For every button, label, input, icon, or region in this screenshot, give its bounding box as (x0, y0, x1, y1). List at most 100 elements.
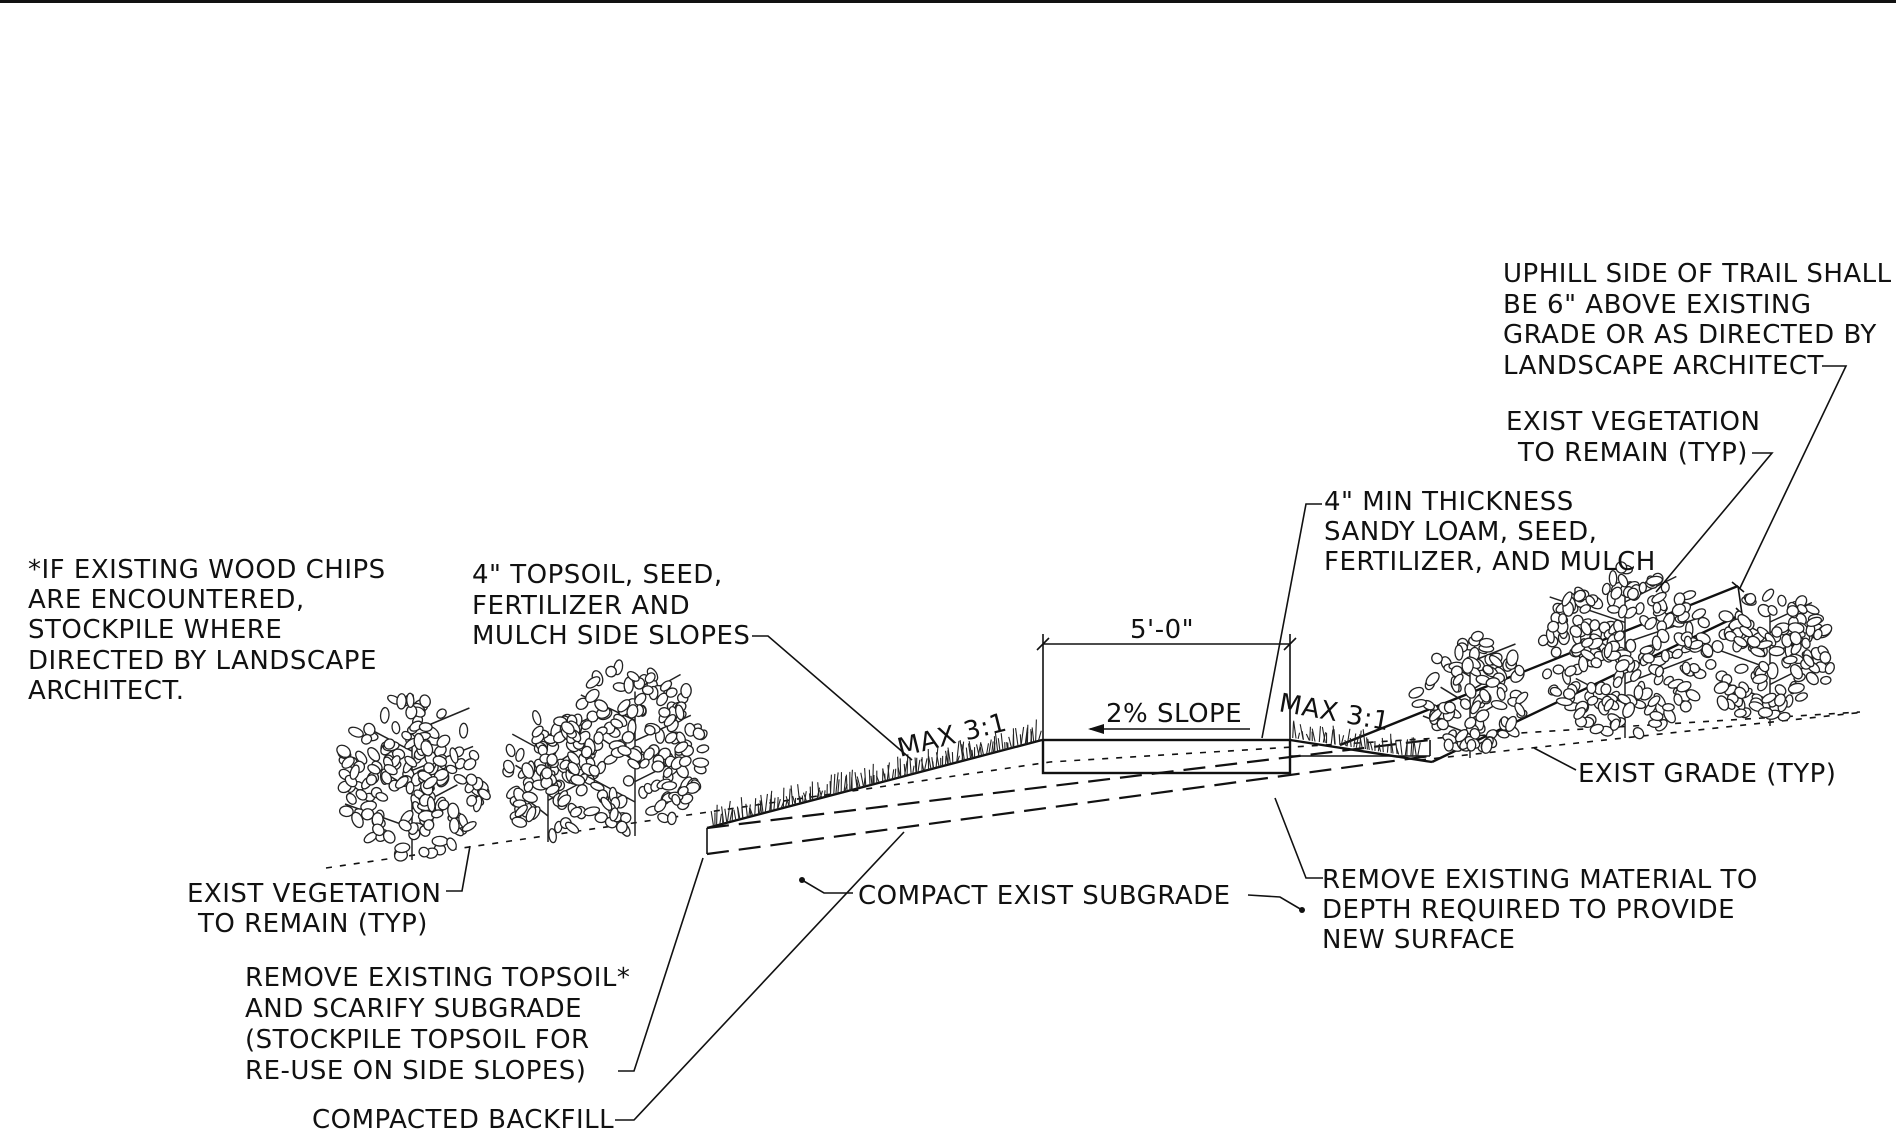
grass-blade (980, 743, 985, 756)
exist-veg-right-line-2: TO REMAIN (TYP) (1517, 438, 1748, 468)
wood-chips-line-3: STOCKPILE WHERE (28, 615, 282, 645)
leaf (1629, 669, 1642, 682)
grass-blade (920, 758, 925, 772)
grass-blade (971, 749, 974, 758)
leaf (1649, 710, 1664, 722)
leaf (503, 759, 515, 774)
sandy-loam-line-3: FERTILIZER, AND MULCH (1324, 547, 1656, 577)
leaf (615, 820, 628, 834)
grass-blade (843, 775, 847, 793)
leader-sandy-loam (1261, 503, 1322, 739)
leaf (666, 811, 677, 826)
leaf (391, 721, 401, 735)
grass-blade (944, 755, 947, 766)
leaf (383, 738, 396, 750)
grass-blade (1030, 729, 1033, 743)
grass-blade (803, 791, 807, 803)
leaf (1590, 657, 1603, 669)
grass-blade (1321, 726, 1326, 743)
leaf (521, 791, 538, 804)
leaf (1470, 700, 1482, 715)
leaf (1705, 658, 1717, 670)
grass-blade (760, 794, 764, 813)
leaf (1661, 703, 1675, 712)
remove-material-line-2: DEPTH REQUIRED TO PROVIDE (1322, 895, 1735, 925)
remove-topsoil-line-3: (STOCKPILE TOPSOIL FOR (245, 1025, 590, 1055)
left-side-slope (706, 738, 1043, 830)
shrub (502, 710, 599, 844)
uphill-line-2: BE 6" ABOVE EXISTING (1503, 290, 1812, 320)
remove-material-line-3: NEW SURFACE (1322, 925, 1515, 955)
grass-blade (1346, 728, 1351, 747)
leaf (1651, 591, 1667, 604)
leaf (1614, 659, 1630, 673)
shrub (1537, 561, 1711, 740)
leaf (521, 762, 535, 779)
leaf (398, 819, 412, 832)
leaf (1496, 687, 1506, 701)
leaf (1609, 718, 1621, 731)
leader-topsoil-side-slopes (752, 635, 913, 761)
leaf (1475, 709, 1490, 723)
leaf (1479, 688, 1491, 703)
width-tick-left (1036, 637, 1050, 651)
leaf (560, 721, 575, 735)
grass-blade (1338, 734, 1341, 746)
leaf (432, 755, 448, 767)
grass-blade (1412, 737, 1417, 758)
trail-width-dimension: 5'-0" (1130, 615, 1194, 645)
grass-blade (1362, 729, 1367, 750)
grass-blade (935, 752, 940, 768)
grass-blade (809, 786, 812, 801)
grass-blade (1031, 727, 1035, 742)
leaf (1654, 665, 1664, 678)
leaf (1734, 663, 1749, 674)
leaf (1625, 638, 1637, 653)
sandy-loam-line-2: SANDY LOAM, SEED, (1324, 517, 1597, 547)
grass-blade (1318, 726, 1322, 743)
uphill-line-1: UPHILL SIDE OF TRAIL SHALL (1503, 259, 1892, 289)
compacted-backfill-dashed (706, 738, 1431, 830)
grass-blade (782, 787, 785, 808)
grass-blade (748, 807, 752, 817)
leaf (600, 796, 613, 811)
leaf (1647, 695, 1661, 708)
leaf (610, 718, 624, 729)
leaf (382, 830, 396, 844)
leaf (593, 731, 604, 745)
leaf (461, 821, 477, 832)
leaf (1651, 635, 1662, 651)
leaf (1789, 631, 1802, 646)
leaf (532, 710, 542, 726)
right-side-slope (1289, 738, 1433, 764)
leaf (1761, 588, 1775, 602)
leaf (1750, 646, 1766, 658)
leaf (361, 733, 373, 745)
leaf (431, 809, 444, 819)
leaf (409, 720, 423, 732)
grass-blade (799, 796, 802, 804)
exist-grade-label: EXIST GRADE (TYP) (1578, 759, 1836, 789)
leaf (1425, 671, 1440, 687)
leaf (541, 767, 553, 780)
grass-blade (856, 776, 861, 788)
remove-topsoil-line-2: AND SCARIFY SUBGRADE (245, 994, 582, 1024)
leaf (1632, 727, 1645, 740)
leaf (1459, 698, 1472, 710)
leaf (575, 784, 588, 797)
leaf (662, 767, 673, 779)
leaf (367, 747, 381, 762)
leaf (1701, 643, 1714, 658)
shrub (560, 659, 710, 837)
shrub (336, 692, 491, 862)
leader-compact-subgrade (801, 879, 853, 894)
grass-blade (1301, 731, 1304, 740)
leaf (394, 842, 411, 854)
leader-remove-topsoil (618, 857, 704, 1072)
leaf (644, 724, 656, 736)
uphill-note: UPHILL SIDE OF TRAIL SHALL BE 6" ABOVE E… (1503, 259, 1892, 381)
leaf (1824, 661, 1835, 675)
leaf (654, 799, 667, 813)
grass-blade (923, 758, 928, 771)
leaf (1613, 630, 1625, 642)
